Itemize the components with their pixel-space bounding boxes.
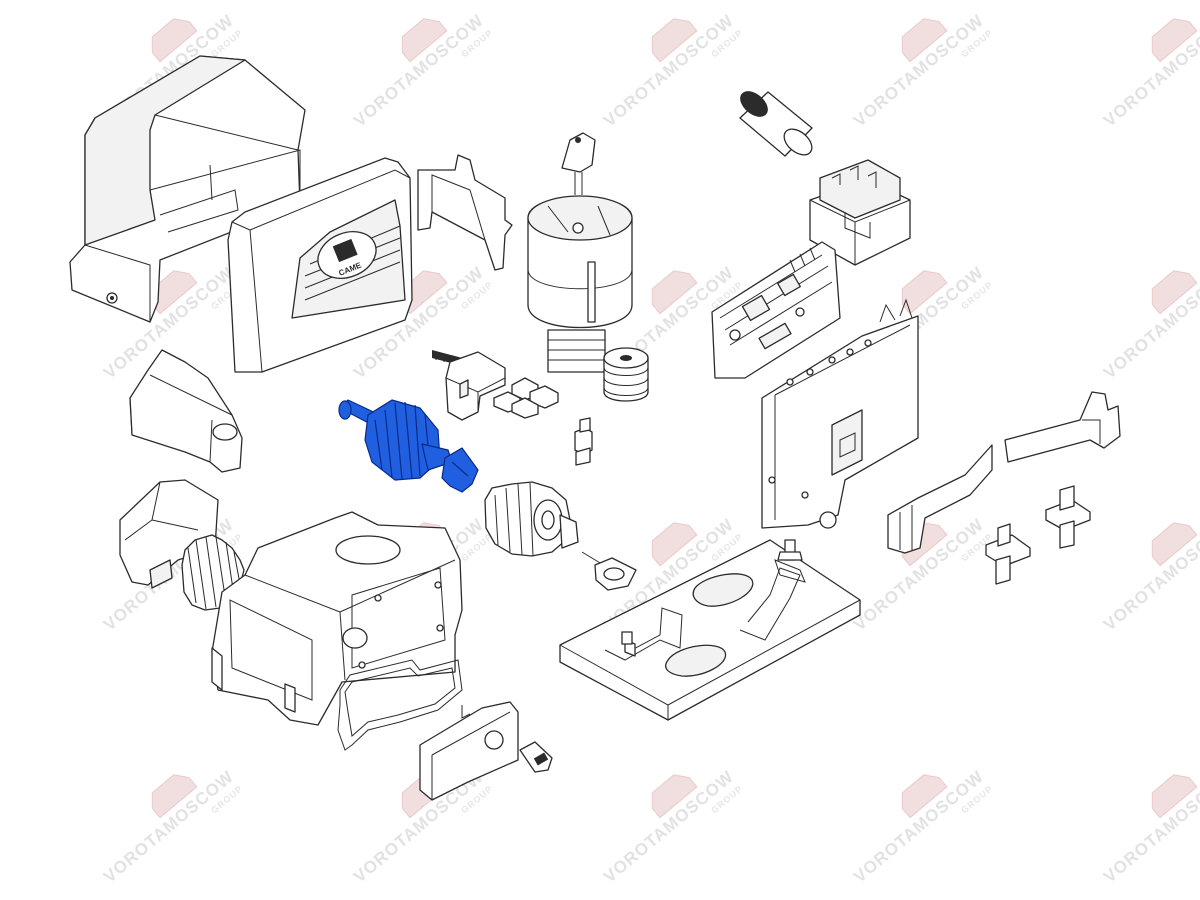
- front-cover[interactable]: CAME: [227, 157, 413, 373]
- encoder-assembly[interactable]: [432, 350, 506, 421]
- gasket[interactable]: [337, 659, 463, 751]
- watermark-logo-icon: [151, 774, 198, 819]
- watermark-subtext: GROUP: [459, 531, 495, 563]
- watermark-logo-icon: [151, 18, 198, 63]
- capacitor[interactable]: [735, 86, 816, 160]
- watermark-subtext: GROUP: [209, 27, 245, 59]
- watermark-subtext: GROUP: [709, 27, 745, 59]
- output-gear[interactable]: [484, 481, 579, 557]
- transformer[interactable]: [809, 159, 911, 266]
- watermark-subtext: GROUP: [209, 783, 245, 815]
- watermark-text: VOROTAMOSCOW: [350, 11, 488, 131]
- watermark-logo-icon: [651, 18, 698, 63]
- terminal-clips[interactable]: [493, 377, 559, 419]
- worm-shaft[interactable]: [338, 399, 479, 493]
- watermark-logo-icon: [1151, 522, 1198, 567]
- control-board[interactable]: [711, 241, 841, 379]
- watermark-logo-icon: [901, 18, 948, 63]
- watermark-subtext: GROUP: [959, 27, 995, 59]
- watermark-text: VOROTAMOSCOW: [100, 767, 238, 887]
- watermark-logo-icon: [651, 270, 698, 315]
- release-key[interactable]: [519, 741, 553, 773]
- gearbox-housing[interactable]: [211, 511, 463, 726]
- release-cover[interactable]: [419, 701, 519, 801]
- watermark-text: VOROTAMOSCOW: [1100, 263, 1200, 383]
- drive-cover[interactable]: [119, 479, 219, 589]
- watermark-subtext: GROUP: [459, 783, 495, 815]
- watermark-logo-icon: [1151, 270, 1198, 315]
- watermark-subtext: GROUP: [459, 279, 495, 311]
- watermark-text: VOROTAMOSCOW: [1100, 11, 1200, 131]
- watermark-logo-icon: [401, 18, 448, 63]
- watermark-subtext: GROUP: [709, 783, 745, 815]
- watermark-subtext: GROUP: [459, 27, 495, 59]
- watermark-text: VOROTAMOSCOW: [600, 767, 738, 887]
- watermark-logo-icon: [651, 522, 698, 567]
- foundation-plate[interactable]: [559, 539, 861, 721]
- watermark-logo-icon: [1151, 18, 1198, 63]
- anchor-bolt[interactable]: [1045, 485, 1091, 549]
- watermark-subtext: GROUP: [959, 783, 995, 815]
- limit-bracket[interactable]: [887, 391, 1121, 554]
- watermark-text: VOROTAMOSCOW: [850, 11, 988, 131]
- watermark-text: VOROTAMOSCOW: [1100, 515, 1200, 635]
- fuse-holder[interactable]: [574, 417, 593, 466]
- spring-washers[interactable]: [603, 347, 649, 402]
- motor[interactable]: [527, 132, 633, 373]
- display-icon: [332, 238, 358, 263]
- limit-switch-cam[interactable]: [985, 523, 1031, 585]
- watermark-text: VOROTAMOSCOW: [600, 11, 738, 131]
- watermark-logo-icon: [901, 774, 948, 819]
- watermark-logo-icon: [1151, 774, 1198, 819]
- watermark-subtext: GROUP: [959, 279, 995, 311]
- watermark-logo-icon: [651, 774, 698, 819]
- watermark-text: VOROTAMOSCOW: [1100, 767, 1200, 887]
- bracket[interactable]: [417, 154, 513, 271]
- shaft-pin[interactable]: [581, 551, 637, 591]
- cover-base[interactable]: [129, 349, 243, 473]
- watermark-logo-icon: [901, 270, 948, 315]
- board-mount-plate[interactable]: [761, 298, 919, 529]
- watermark-text: VOROTAMOSCOW: [850, 767, 988, 887]
- watermark-text: VOROTAMOSCOW: [350, 767, 488, 887]
- outer-cover[interactable]: [69, 55, 306, 323]
